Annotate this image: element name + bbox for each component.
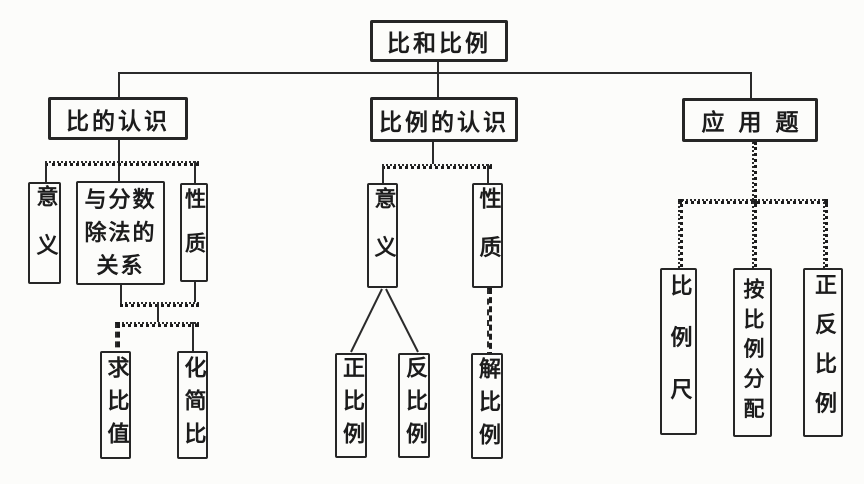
node-solve-proportion: 解比例 [471,353,503,459]
connector-branch1-hook-left [45,161,47,182]
node-relation-to-fraction-division: 与分数除法的关系 [76,181,165,285]
connector-branch2-hook-left [382,164,384,183]
connector-branch2-trunk [432,142,434,164]
connector-leaf-proportional-distribution [752,199,757,272]
connector-leaf-simplify-ratio [192,322,194,351]
connector-branch1-sub-rail1 [120,302,199,307]
node-application-problems: 应用题 [682,98,818,142]
connector-branch1-rail [45,161,199,166]
connector-branch1-sub-rail2 [115,322,199,327]
connector-branch3-trunk [752,142,757,204]
connector-branch2-rail [382,164,492,169]
node-find-ratio-value: 求比值 [100,351,131,459]
connector-root-trunk [437,62,439,97]
connector-branch1-sub-right [194,282,196,302]
connector-leaf-solve-proportion [487,288,492,358]
connector-branch1-sub-mid [157,302,159,322]
connector-branch2-hook-right [487,164,489,183]
node-proportional-distribution: 按比例分配 [733,268,772,437]
connector-drop-branch1 [118,72,120,97]
connector-branch1-hook-right [194,161,196,183]
connector-leaf-scale [678,199,683,272]
node-proportion-property: 性质 [472,183,503,288]
node-ratio-and-proportion: 比和比例 [370,20,508,62]
connector-branch1-sub-left [120,285,122,302]
node-inverse-proportion: 反比例 [398,353,430,458]
node-ratio-meaning: 意义 [28,182,61,284]
node-direct-and-inverse-proportion: 正反比例 [803,268,843,437]
connector-meaning-diagonals [350,288,419,353]
node-direct-proportion: 正比例 [335,353,367,458]
connector-branch1-trunk [118,140,120,181]
node-proportion-meaning: 意义 [367,183,398,288]
node-understanding-of-ratio: 比的认识 [48,97,188,140]
node-understanding-of-proportion: 比例的认识 [370,97,518,142]
node-simplify-ratio: 化简比 [177,351,208,459]
node-scale: 比例尺 [660,268,697,435]
connector-drop-branch3 [750,72,752,98]
connector-main-rail [118,72,750,74]
node-ratio-property: 性质 [180,183,208,282]
connector-leaf-direct-inverse-proportion [823,199,828,272]
